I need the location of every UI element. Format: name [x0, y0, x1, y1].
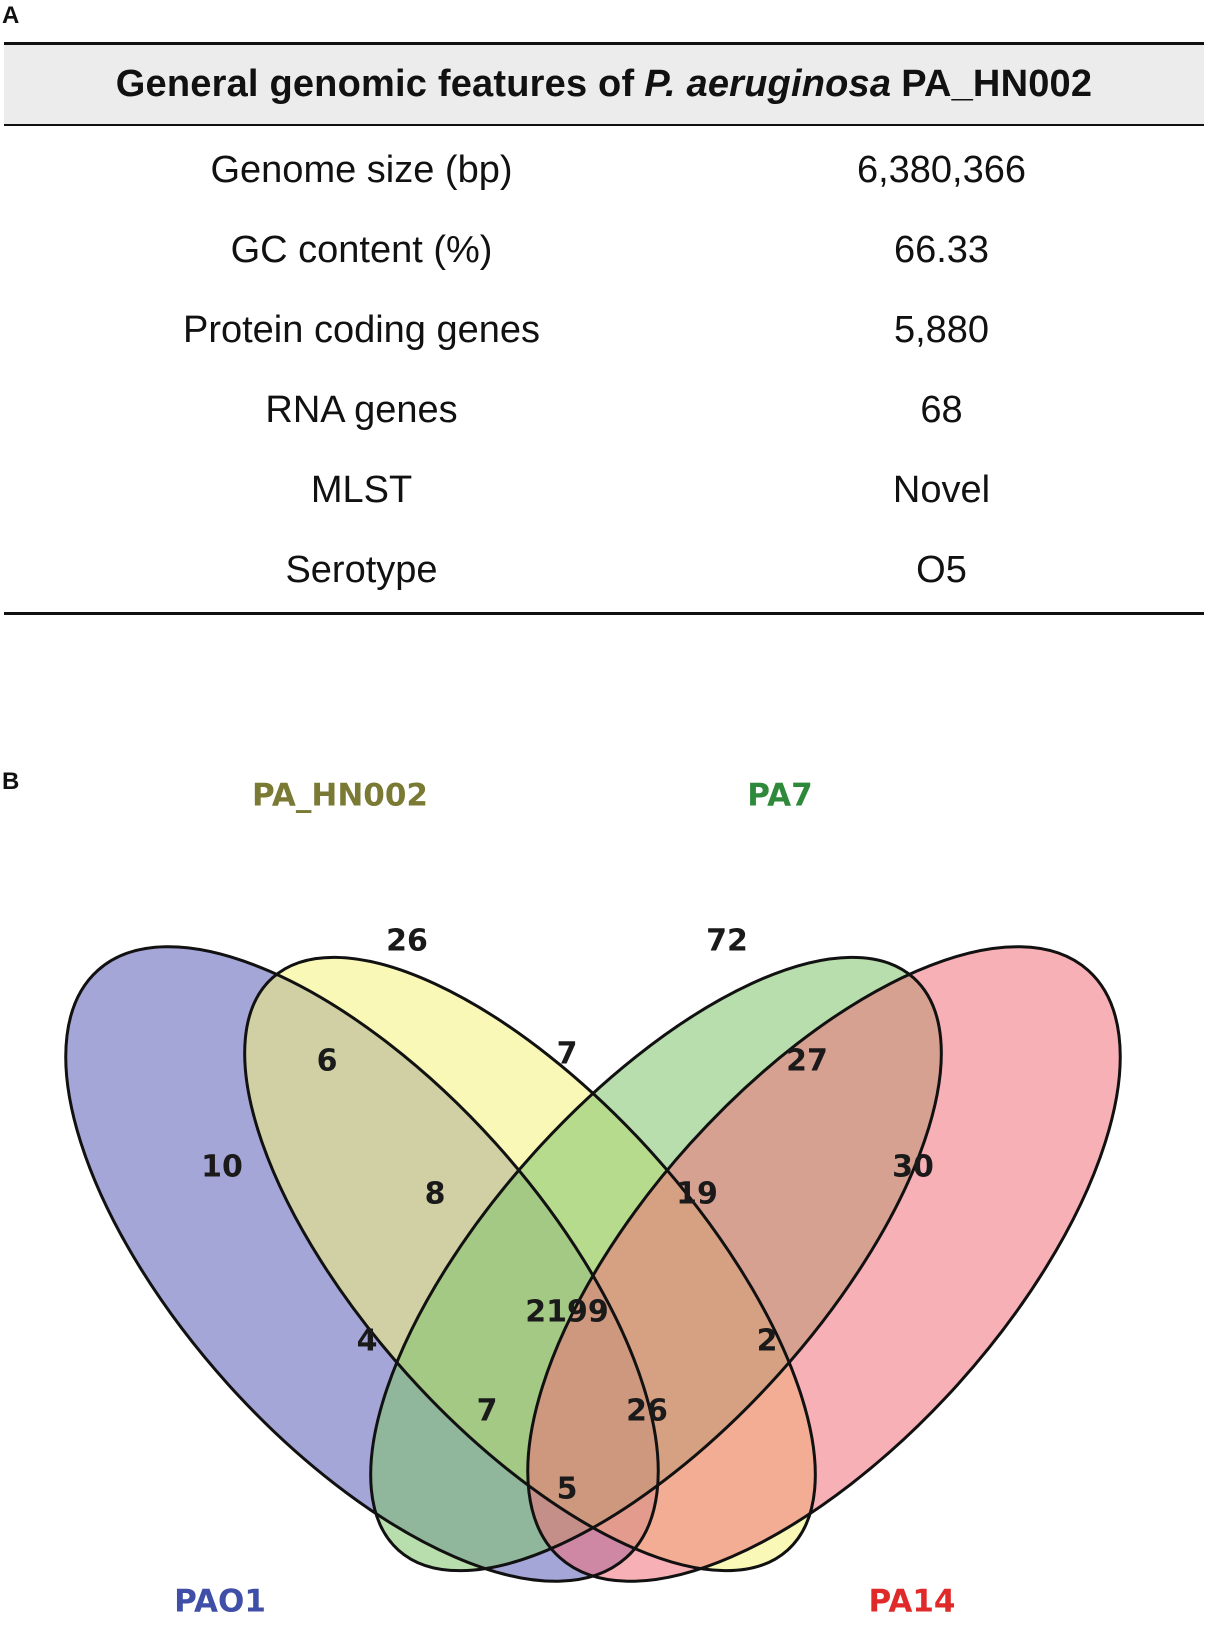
region-count-pao1-pa14: 5	[557, 1472, 578, 1507]
set-label-pa7: PA7	[747, 780, 812, 814]
region-count-all: 2199	[525, 1295, 609, 1330]
table-row: MLST Novel	[4, 450, 1204, 530]
feature-value: 5,880	[893, 308, 990, 351]
table-bottom-rule	[4, 612, 1204, 615]
table-title-pre: General genomic features of	[115, 63, 635, 105]
region-count-pa7-only: 72	[706, 924, 748, 959]
region-count-pao1-only: 10	[201, 1150, 243, 1185]
region-count-pao1-hn002-pa14: 26	[626, 1394, 668, 1429]
region-count-pa14-only: 30	[892, 1150, 934, 1185]
feature-value: 66.33	[893, 228, 990, 271]
table-row: Genome size (bp) 6,380,366	[4, 130, 1204, 210]
feature-value: Novel	[892, 468, 991, 511]
pa-hn002-ellipse-outline	[243, 955, 817, 1573]
region-count-hn002-only: 26	[386, 924, 428, 959]
feature-name: GC content (%)	[230, 228, 493, 271]
pao1-ellipse-outline	[64, 945, 660, 1583]
panel-label-a: A	[2, 2, 20, 29]
region-count-pao1-hn002-pa7: 8	[425, 1177, 446, 1212]
table-top-rule	[4, 42, 1204, 45]
table-title-strain: PA_HN002	[901, 63, 1093, 105]
pa14-ellipse	[527, 946, 1121, 1582]
region-count-pa7-pa14: 27	[786, 1044, 828, 1079]
set-label-pa-hn002: PA_HN002	[252, 780, 428, 814]
feature-name: RNA genes	[265, 388, 458, 431]
pa14-ellipse-outline	[526, 945, 1122, 1583]
table-title: General genomic features of P. aeruginos…	[4, 45, 1204, 124]
set-label-pao1: PAO1	[174, 1584, 266, 1620]
region-count-pao1-pa7: 4	[357, 1324, 378, 1359]
table-row: Serotype O5	[4, 530, 1204, 610]
feature-name: Serotype	[285, 548, 438, 591]
table-row: Protein coding genes 5,880	[4, 290, 1204, 370]
region-count-pao1-pa7-pa14: 7	[477, 1394, 498, 1429]
pa7-ellipse-outline	[369, 955, 943, 1573]
region-count-hn002-pa14: 2	[757, 1324, 778, 1359]
feature-value: 68	[920, 388, 963, 431]
feature-name: Genome size (bp)	[210, 148, 513, 191]
table-row: RNA genes 68	[4, 370, 1204, 450]
panel-label-b: B	[2, 768, 20, 795]
table-title-species: P. aeruginosa	[644, 63, 892, 105]
feature-name: Protein coding genes	[182, 308, 541, 351]
feature-value: O5	[916, 548, 967, 591]
feature-value: 6,380,366	[856, 148, 1027, 191]
table-row: GC content (%) 66.33	[4, 210, 1204, 290]
genomic-features-table: General genomic features of P. aeruginos…	[4, 42, 1204, 615]
set-label-pa14: PA14	[868, 1584, 955, 1620]
table-header-rule	[4, 124, 1204, 126]
table-body: Genome size (bp) 6,380,366 GC content (%) 6…	[4, 126, 1204, 610]
region-count-hn002-pa7-pa14: 19	[676, 1177, 718, 1212]
region-count-pao1-hn002: 6	[317, 1044, 338, 1079]
region-count-hn002-pa7: 7	[557, 1037, 578, 1072]
feature-name: MLST	[310, 468, 413, 511]
